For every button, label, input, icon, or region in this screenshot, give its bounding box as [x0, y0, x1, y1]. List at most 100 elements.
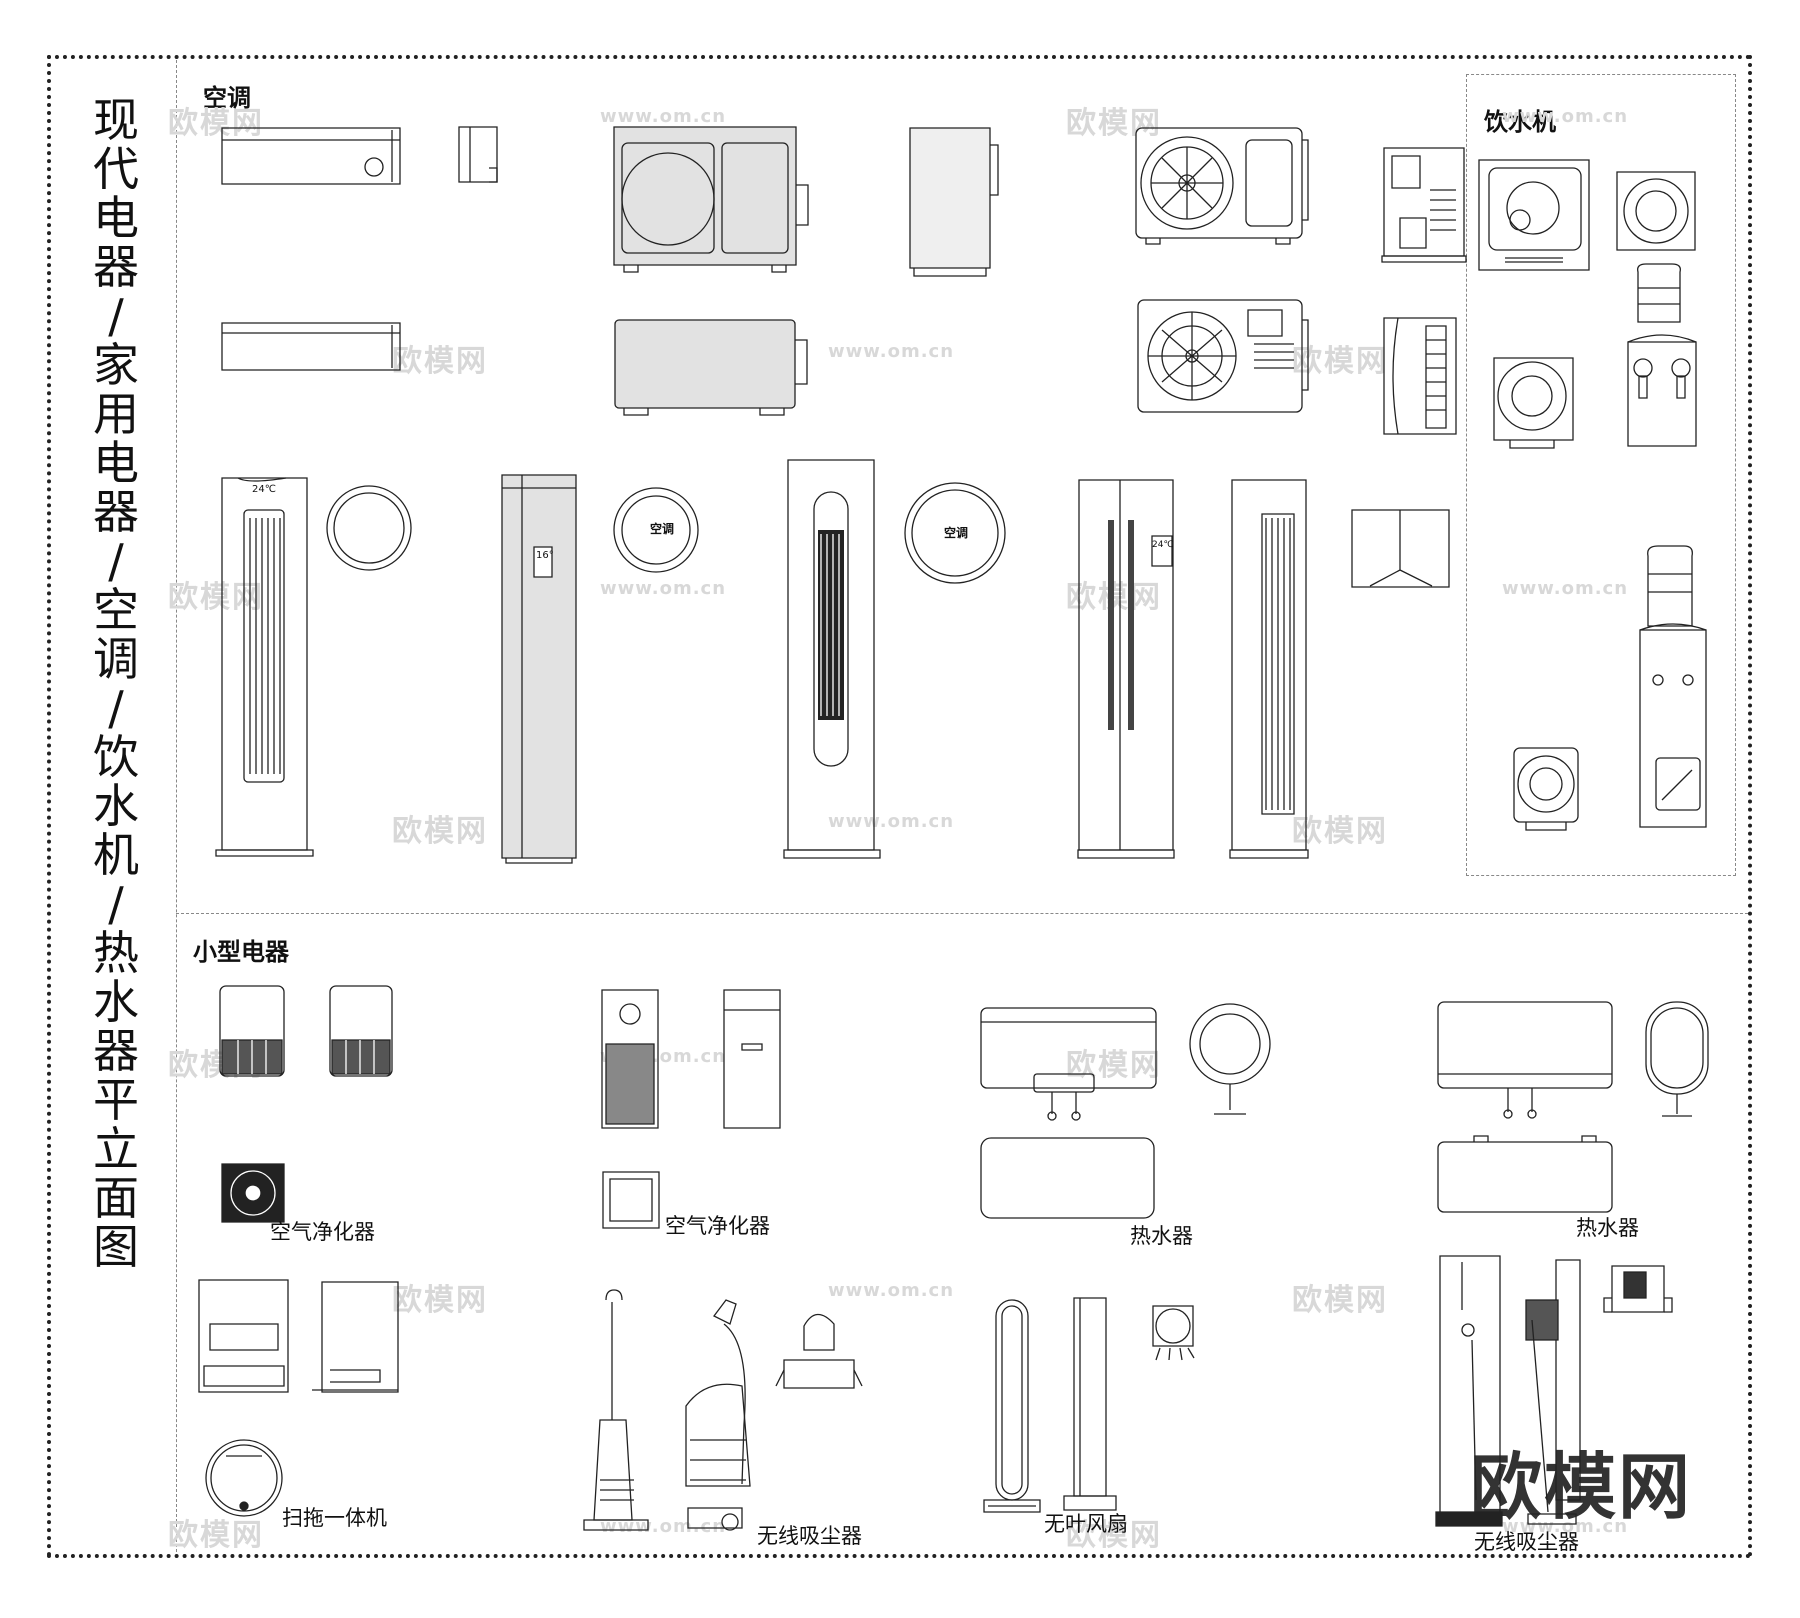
purifier-top-view-square	[603, 1172, 659, 1228]
outdoor-ac-side-unit-1	[1382, 148, 1466, 262]
title-char: 器	[93, 485, 139, 539]
label-air-purifier-1: 空气净化器	[270, 1220, 375, 1244]
title-char: 平	[93, 1073, 139, 1127]
label-water-heater-1: 热水器	[1130, 1224, 1193, 1248]
section-small-appliances: 小型电器	[193, 938, 289, 966]
title-char: /	[108, 877, 124, 931]
watermark-logo: 欧模网	[168, 1518, 264, 1553]
watermark-logo: 欧模网	[168, 580, 264, 615]
tower-ac-double-unit	[1078, 480, 1174, 858]
title-char: 电	[93, 191, 139, 245]
stick-vacuum-head	[1604, 1266, 1672, 1312]
vertical-title: 现代电器/家用电器/空调/饮水机/热水器平立面图	[88, 96, 144, 1272]
title-char: 用	[93, 387, 139, 441]
stick-vacuum-station	[1436, 1256, 1502, 1526]
watermark-url: www.om.cn	[1502, 106, 1629, 127]
ducted-ac-unit-gray	[615, 320, 807, 415]
bladeless-fan-front	[984, 1300, 1040, 1512]
display-temp: 24℃	[1152, 540, 1174, 550]
air-purifier-box-1	[220, 986, 284, 1076]
round-ac-controller-2	[614, 488, 698, 572]
watermark-url: www.om.cn	[828, 811, 955, 832]
label-air-purifier-2: 空气净化器	[665, 1214, 770, 1238]
outdoor-ac-fan-unit-2	[1138, 300, 1308, 412]
title-char: 器	[93, 1024, 139, 1078]
watermark-logo: 欧模网	[392, 814, 488, 849]
outdoor-ac-unit-gray	[614, 127, 808, 272]
display-temp: 16°	[536, 550, 554, 561]
water-dispenser-panel	[1466, 74, 1736, 876]
title-char: 饮	[93, 730, 139, 784]
horizontal-divider	[176, 913, 1748, 914]
water-heater-top-1	[981, 1138, 1154, 1218]
outdoor-ac-unit-side	[910, 128, 998, 276]
watermark-logo: 欧模网	[168, 106, 264, 141]
outdoor-ac-side-unit-2	[1384, 318, 1456, 434]
vertical-divider	[176, 60, 177, 1552]
dispenser-top-view-round-2	[1494, 358, 1573, 448]
water-heater-side-1	[1190, 1004, 1270, 1114]
tower-ac-top-view	[1352, 510, 1449, 587]
watermark-logo: 欧模网	[1066, 1518, 1162, 1553]
watermark-logo: 欧模网	[1292, 814, 1388, 849]
title-char: 热	[93, 926, 139, 980]
dispenser-top-view-square	[1479, 160, 1589, 270]
title-char: 机	[93, 828, 139, 882]
title-char: 代	[93, 142, 139, 196]
title-char: /	[108, 534, 124, 588]
label-water-heater-2: 热水器	[1576, 1216, 1639, 1240]
wall-ac-unit-front	[222, 128, 400, 184]
air-purifier-box-2	[330, 986, 392, 1076]
water-bottle-dispenser-1	[1628, 264, 1696, 446]
remote-text: 空调	[944, 526, 969, 540]
bladeless-fan-side	[1064, 1298, 1116, 1510]
watermark-logo: 欧模网	[1066, 1048, 1162, 1083]
mop-robot-station-side	[312, 1282, 398, 1392]
mop-robot-station-front	[199, 1280, 288, 1392]
title-char: 立	[93, 1122, 139, 1176]
wall-ac-unit-front-2	[222, 323, 400, 370]
section-water-dispenser: 饮水机	[1484, 108, 1556, 136]
water-heater-top-2	[1438, 1136, 1612, 1212]
round-ac-controller-1	[327, 486, 411, 570]
title-char: 家	[93, 338, 139, 392]
watermark-url: www.om.cn	[600, 1516, 727, 1537]
label-vacuum-2: 无线吸尘器	[1474, 1530, 1579, 1554]
title-char: 器	[93, 240, 139, 294]
title-char: 调	[93, 632, 139, 686]
title-char: 电	[93, 436, 139, 490]
wall-ac-unit-side	[459, 127, 497, 182]
watermark-url: www.om.cn	[600, 578, 727, 599]
stick-vacuum-standing	[1526, 1260, 1580, 1524]
watermark-logo: 欧模网	[1292, 1283, 1388, 1318]
water-heater-front-1	[981, 1008, 1156, 1120]
water-heater-side-2	[1646, 1002, 1708, 1116]
display-temp: 24℃	[252, 484, 276, 495]
tower-ac-unit-1	[216, 478, 313, 856]
watermark-url: www.om.cn	[828, 1280, 955, 1301]
watermark-logo: 欧模网	[1066, 106, 1162, 141]
tower-purifier-side	[724, 990, 780, 1128]
upright-vacuum-2	[686, 1300, 750, 1530]
label-vacuum-1: 无线吸尘器	[757, 1524, 862, 1548]
watermark-logo: 欧模网	[392, 344, 488, 379]
remote-text: 空调	[650, 522, 675, 536]
title-char: 水	[93, 975, 139, 1029]
round-ac-controller-3	[905, 483, 1005, 583]
section-air-conditioner: 空调	[203, 84, 251, 112]
title-char: 空	[93, 583, 139, 637]
title-char: 现	[93, 93, 139, 147]
tower-purifier	[602, 990, 658, 1128]
tower-ac-unit-gray	[502, 475, 576, 863]
dispenser-top-view-round-3	[1514, 748, 1578, 830]
outdoor-ac-fan-unit-1	[1136, 128, 1308, 244]
air-purifier-top-view	[222, 1164, 284, 1222]
handheld-vacuum	[776, 1314, 862, 1388]
watermark-url: www.om.cn	[1502, 1516, 1629, 1537]
label-mop-robot: 扫拖一体机	[282, 1506, 387, 1530]
watermark-url: www.om.cn	[828, 341, 955, 362]
outer-frame	[47, 55, 1752, 1558]
tower-ac-unit-3	[784, 460, 880, 858]
title-char: 图	[93, 1220, 139, 1274]
